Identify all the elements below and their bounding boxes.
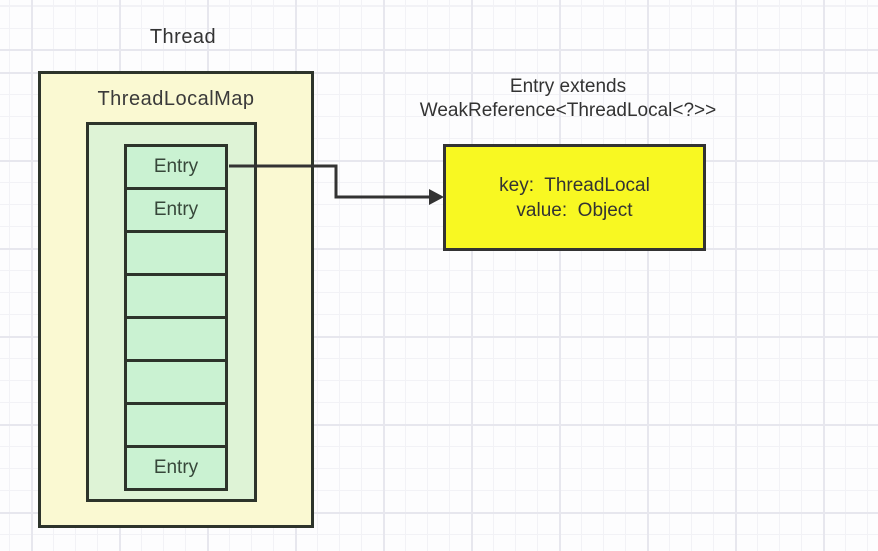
- threadlocalmap-title: ThreadLocalMap: [97, 88, 255, 110]
- entry-table: Entry Entry Entry: [124, 144, 228, 491]
- entry-cell: Entry: [124, 144, 228, 190]
- entry-note: Entry extends WeakReference<ThreadLocal<…: [398, 75, 738, 123]
- entry-note-line2: WeakReference<ThreadLocal<?>>: [419, 100, 717, 121]
- entry-cell-label: Entry: [153, 156, 199, 177]
- entry-cell: [124, 273, 228, 319]
- entry-cell-label: Entry: [153, 457, 199, 478]
- entry-cell-label: Entry: [153, 199, 199, 220]
- entry-cell: [124, 230, 228, 276]
- entry-detail-key: key: ThreadLocal: [499, 174, 650, 196]
- entry-cell: [124, 359, 228, 405]
- entry-cell: [124, 316, 228, 362]
- thread-label: Thread: [149, 26, 217, 48]
- entry-detail-value: value: Object: [516, 199, 633, 221]
- entry-cell: Entry: [124, 187, 228, 233]
- entry-note-line1: Entry extends: [509, 76, 627, 97]
- entry-detail-box: key: ThreadLocal value: Object: [443, 144, 706, 251]
- entry-cell: Entry: [124, 445, 228, 491]
- entry-cell: [124, 402, 228, 448]
